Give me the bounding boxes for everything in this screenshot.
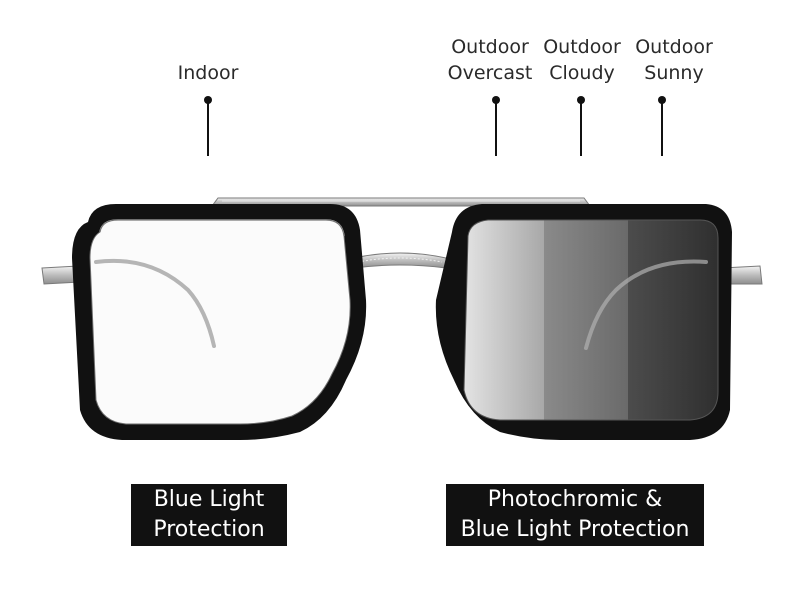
pointer-cloudy — [577, 96, 585, 156]
caption-blue-light-line-1: Blue Light — [153, 487, 265, 512]
lens-zone-sunny — [628, 220, 718, 420]
caption-photochromic-line-2: Blue Light Protection — [460, 517, 690, 542]
caption-photochromic-line-1: Photochromic & — [487, 487, 663, 512]
label-indoor-line-1: Indoor — [177, 62, 239, 84]
caption-blue-light-line-2: Protection — [153, 517, 265, 542]
label-cloudy-line-1: Outdoor — [543, 36, 621, 58]
pointer-overcast — [492, 96, 500, 156]
label-sunny: Outdoor Sunny — [624, 34, 724, 86]
pointer-indoor — [204, 96, 212, 156]
caption-blue-light: Blue Light Protection — [131, 484, 287, 546]
lens-zone-overcast — [464, 220, 544, 420]
label-indoor: Indoor — [158, 60, 258, 86]
label-cloudy-line-2: Cloudy — [549, 62, 615, 84]
pointer-sunny — [658, 96, 666, 156]
left-lens — [90, 220, 351, 424]
label-sunny-line-2: Sunny — [644, 62, 704, 84]
caption-photochromic: Photochromic & Blue Light Protection — [446, 484, 704, 546]
label-overcast-line-1: Outdoor — [451, 36, 529, 58]
lens-zone-cloudy — [544, 220, 628, 420]
label-cloudy: Outdoor Cloudy — [532, 34, 632, 86]
label-overcast: Outdoor Overcast — [440, 34, 540, 86]
label-sunny-line-1: Outdoor — [635, 36, 713, 58]
label-overcast-line-2: Overcast — [447, 62, 533, 84]
